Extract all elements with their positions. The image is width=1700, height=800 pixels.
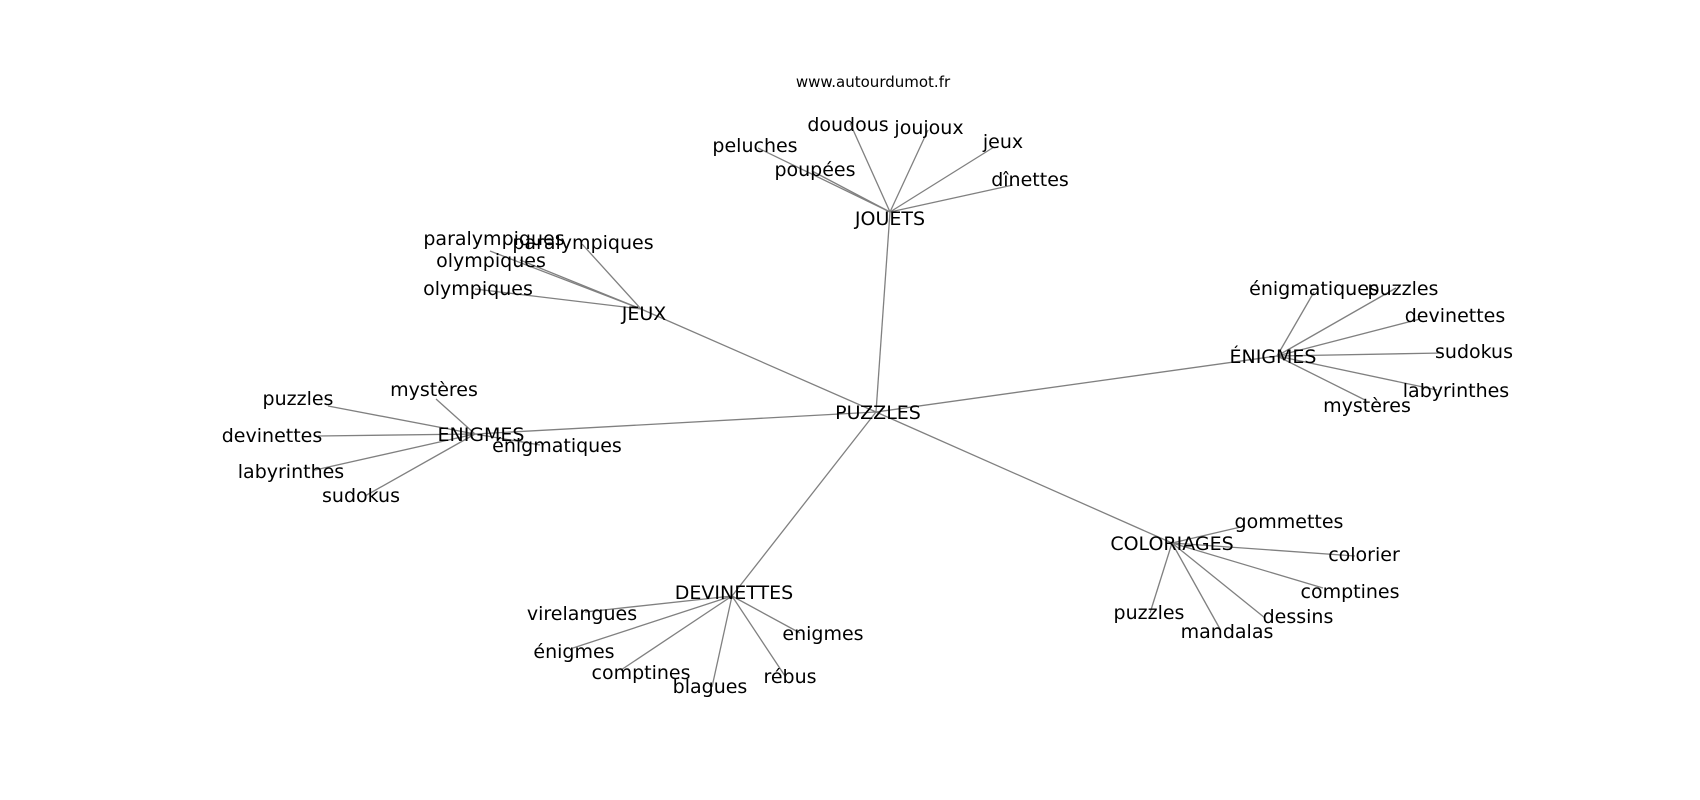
edge-hub-to-leaf (572, 595, 733, 649)
leaf-label: puzzles (1114, 602, 1185, 624)
leaf-label: gommettes (1235, 511, 1344, 533)
edge-hub-to-leaf (1171, 542, 1221, 630)
edge-hub-to-leaf (1171, 542, 1266, 619)
leaf-label: colorier (1328, 544, 1400, 566)
edge-center-to-hub (875, 211, 891, 413)
edge-hub-to-leaf (474, 288, 642, 310)
edge-hub-to-leaf (435, 398, 476, 435)
edge-hub-to-leaf (811, 170, 891, 213)
edge-hub-to-leaf (474, 433, 541, 446)
hub-label: JEUX (621, 303, 667, 325)
edge-hub-to-leaf (1276, 291, 1315, 357)
edge-hub-to-leaf (731, 595, 786, 677)
center-label: PUZZLES (835, 402, 921, 424)
leaf-label: enigmes (782, 623, 863, 645)
edge-hub-to-leaf (584, 595, 733, 613)
leaf-label: puzzles (1368, 278, 1439, 300)
hub-label: COLORIAGES (1110, 533, 1233, 555)
edge-center-to-hub (640, 308, 877, 413)
leaf-label: devinettes (1405, 305, 1506, 327)
leaf-label: devinettes (222, 425, 323, 447)
leaf-label: olympiques (423, 278, 533, 300)
hub-label: DEVINETTES (675, 582, 793, 604)
leaf-label: dessins (1263, 606, 1334, 628)
leaf-label: poupées (774, 159, 855, 181)
edge-hub-to-leaf (889, 129, 929, 213)
leaf-label: sudokus (1435, 341, 1513, 363)
edge-hub-to-leaf (1276, 287, 1397, 357)
leaf-label: labyrinthes (238, 461, 344, 483)
edge-hub-to-leaf (1171, 542, 1324, 589)
edge-center-to-hub (731, 411, 877, 597)
edge-hub-to-leaf (364, 433, 476, 497)
edge-hub-to-leaf (849, 122, 891, 213)
edge-hub-to-leaf (1171, 542, 1356, 557)
edges-layer (314, 122, 1444, 688)
leaf-label: sudokus (322, 485, 400, 507)
leaf-label: mystères (390, 379, 478, 401)
edge-hub-to-leaf (731, 595, 801, 634)
hub-label: ENIGMES (437, 424, 524, 446)
edge-hub-to-leaf (620, 595, 733, 671)
edge-hub-to-leaf (889, 184, 1014, 213)
edge-center-to-hub (474, 411, 877, 435)
leaf-label: mandalas (1181, 621, 1274, 643)
leaf-label: olympiques (436, 250, 546, 272)
leaf-label: puzzles (263, 388, 334, 410)
leaf-label: blagues (673, 676, 748, 698)
edge-hub-to-leaf (889, 146, 995, 213)
leaf-label: jeux (982, 131, 1023, 153)
leaf-label: dînettes (991, 169, 1069, 191)
edge-hub-to-leaf (1276, 355, 1438, 391)
edge-hub-to-leaf (1276, 352, 1444, 357)
leaf-label: doudous (807, 114, 888, 136)
leaf-label: paralympiques (423, 228, 564, 250)
leaf-label: paralympiques (512, 232, 653, 254)
leaf-label: énigmatiques (492, 435, 622, 457)
leaf-label: peluches (712, 135, 797, 157)
edge-hub-to-leaf (1171, 525, 1246, 544)
hub-label: ÉNIGMES (1229, 345, 1316, 368)
edge-hub-to-leaf (581, 243, 642, 310)
edge-hub-to-leaf (757, 147, 891, 213)
edge-hub-to-leaf (1276, 318, 1421, 357)
edge-hub-to-leaf (519, 259, 642, 310)
hub-label: JOUETS (854, 208, 925, 230)
edge-hub-to-leaf (314, 433, 476, 471)
leaf-label: joujoux (893, 117, 963, 139)
leaf-label: mystères (1323, 395, 1411, 417)
leaf-label: labyrinthes (1403, 380, 1509, 402)
edge-center-to-hub (875, 355, 1278, 413)
source-label: www.autourdumot.fr (796, 73, 951, 91)
edge-hub-to-leaf (317, 433, 476, 437)
edge-hub-to-leaf (327, 405, 476, 435)
leaf-label: rébus (763, 666, 816, 688)
edge-center-to-hub (875, 411, 1173, 544)
edge-hub-to-leaf (711, 595, 733, 688)
leaf-label: comptines (1301, 581, 1400, 603)
leaf-label: énigmes (533, 641, 614, 663)
leaf-label: énigmatiques (1249, 278, 1379, 300)
leaf-label: virelangues (527, 603, 637, 625)
leaf-label: comptines (592, 662, 691, 684)
edge-hub-to-leaf (1276, 355, 1366, 401)
edge-hub-to-leaf (1149, 542, 1173, 614)
